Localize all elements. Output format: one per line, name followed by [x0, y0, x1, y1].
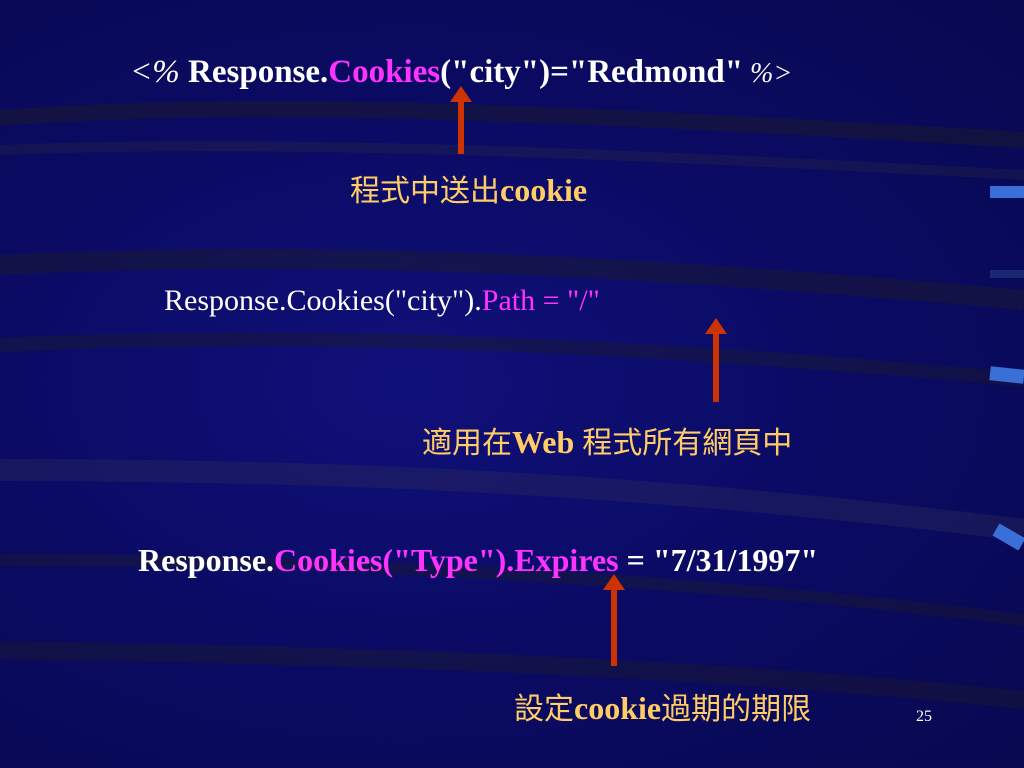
code-text: Response.	[179, 54, 329, 90]
code-text: = "7/31/1997"	[618, 542, 819, 578]
code-line-cookie-path: Response.Cookies("city").Path = "/"	[164, 284, 600, 318]
annotation-text: cookie	[500, 172, 588, 208]
highlight-cookies: Cookies	[328, 54, 441, 90]
annotation-text: 程式所有網頁中	[582, 426, 793, 461]
page-number: 25	[916, 708, 932, 725]
annotation-text: cookie	[574, 690, 662, 726]
highlight-expires: Cookies("Type").Expires	[274, 542, 619, 578]
highlight-path: Path = "/"	[481, 284, 600, 317]
annotation-send-cookie: 程式中送出cookie	[350, 166, 587, 210]
annotation-text: 過期的期限	[661, 692, 812, 727]
up-arrow-icon	[603, 574, 625, 666]
asp-open-tag: <%	[130, 54, 180, 90]
up-arrow-icon	[450, 86, 472, 154]
code-line-response-cookies: <% Response.Cookies("city")="Redmond" %>	[130, 54, 792, 91]
annotation-web-all-pages: 適用在Web 程式所有網頁中	[422, 418, 792, 462]
up-arrow-icon	[705, 318, 727, 402]
annotation-text: Web	[512, 424, 583, 460]
code-text: Response.Cookies("city").	[164, 284, 482, 317]
code-text: Response.	[138, 542, 275, 578]
annotation-text: 適用在	[422, 426, 512, 461]
asp-close-tag: %>	[743, 58, 793, 89]
annotation-text: 程式中送出	[350, 174, 500, 209]
code-line-cookie-expires: Response.Cookies("Type").Expires = "7/31…	[138, 542, 818, 579]
annotation-cookie-expiry: 設定cookie過期的期限	[514, 684, 811, 728]
annotation-text: 設定	[514, 692, 574, 727]
code-text: ("city")="Redmond"	[440, 54, 744, 90]
